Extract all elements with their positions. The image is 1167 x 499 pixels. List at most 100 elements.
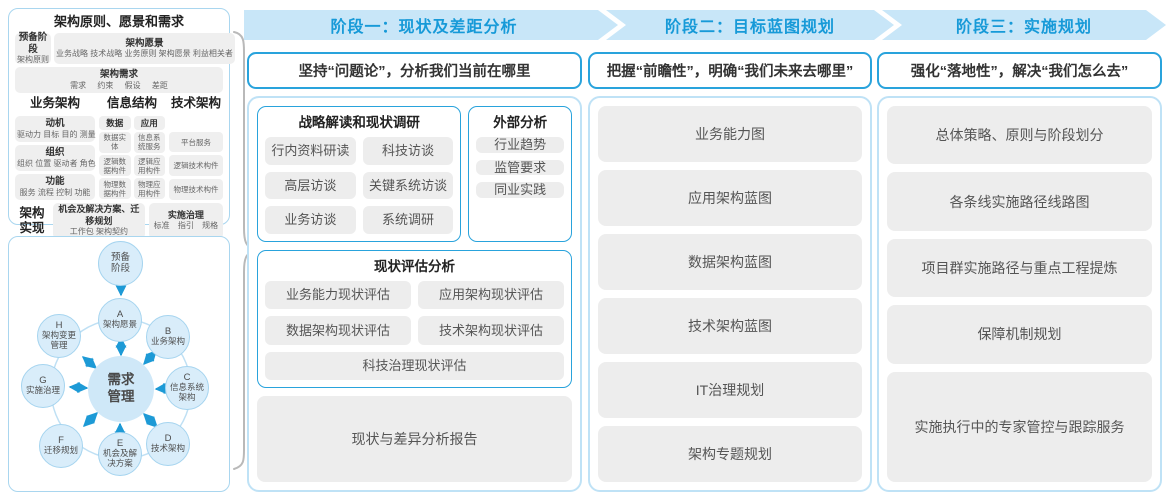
- opportunities-title: 机会及解决方案、迁移规划: [58, 204, 140, 226]
- strategy-research-items: 行内资料研读 科技访谈 高层访谈 关键系统访谈 业务访谈 系统调研: [265, 137, 454, 234]
- phase3-title: 阶段三：实施规划: [955, 19, 1092, 36]
- domain-columns: 业务架构 动机 驱动力 目标 目的 测量 组织 组织 位置 驱动者 角色 功能 …: [15, 96, 223, 200]
- technology-architecture-column: 技术架构 平台服务 逻辑技术构件 物理技术构件: [169, 96, 223, 200]
- phase3-item: 总体策略、原则与阶段划分: [887, 106, 1152, 165]
- phase1-title: 阶段一：现状及差距分析: [330, 19, 518, 36]
- vision-title: 架构愿景: [125, 37, 164, 49]
- node-letter: D: [164, 432, 172, 444]
- prep-phase-box: 预备阶段 架构原则: [15, 32, 51, 65]
- application-header: 应用: [133, 115, 165, 130]
- phase3-slogan: 强化“落地性”，解决“我们怎么去”: [877, 52, 1162, 89]
- phase1-slogan: 坚持“问题论”，分析我们当前在哪里: [247, 52, 582, 89]
- business-architecture-header: 业务架构: [29, 95, 80, 110]
- phase2-banner: 阶段二：目标蓝图规划: [606, 10, 894, 40]
- data-header: 数据: [99, 115, 131, 130]
- information-subcolumns: 数据 数据实体 逻辑数据构件 物理数据构件 应用 信息系统服务 逻辑应用构件 物…: [99, 115, 165, 200]
- assessment-items: 业务能力现状评估 应用架构现状评估 数据架构现状评估 技术架构现状评估 科技治理…: [265, 281, 564, 380]
- prep-phase-sub: 架构原则: [17, 55, 49, 65]
- research-item: 行内资料研读: [265, 137, 356, 165]
- application-item: 逻辑应用构件: [133, 155, 165, 177]
- node-letter: A: [116, 308, 124, 320]
- phase1-column: 战略解读和现状调研 行内资料研读 科技访谈 高层访谈 关键系统访谈 业务访谈 系…: [247, 96, 582, 492]
- technology-architecture-header: 技术架构: [170, 95, 221, 110]
- business-architecture-column: 业务架构 动机 驱动力 目标 目的 测量 组织 组织 位置 驱动者 角色 功能 …: [15, 95, 96, 200]
- node-letter: C: [183, 372, 191, 384]
- research-item: 高层访谈: [265, 171, 356, 200]
- architecture-vision-box: 架构愿景 业务战略 技术战略 业务原则 架构愿景 利益相关者: [54, 33, 235, 64]
- node-letter: H: [55, 320, 63, 332]
- organization-sub: 组织 位置 驱动者 角色: [17, 158, 96, 168]
- prep-circle-label: 预备阶段: [110, 251, 130, 274]
- adm-node-f: F 迁移规划: [39, 424, 83, 468]
- phase2-item: 业务能力图: [598, 106, 862, 162]
- organization-box: 组织 组织 位置 驱动者 角色: [15, 144, 96, 171]
- governance-sub: 标准 指引 规格: [153, 221, 219, 231]
- vision-sub: 业务战略 技术战略 业务原则 架构愿景 利益相关者: [56, 49, 233, 59]
- current-state-assessment-group: 现状评估分析 业务能力现状评估 应用架构现状评估 数据架构现状评估 技术架构现状…: [257, 250, 572, 388]
- adm-node-e: E 机会及解决方案: [98, 432, 142, 476]
- data-subcolumn: 数据 数据实体 逻辑数据构件 物理数据构件: [99, 115, 131, 200]
- center-label: 需求管理: [107, 372, 135, 404]
- motivation-title: 动机: [45, 117, 65, 129]
- phase2-column: 业务能力图 应用架构蓝图 数据架构蓝图 技术架构蓝图 IT治理规划 架构专题规划: [588, 96, 872, 492]
- external-analysis-items: 行业趋势 监管要求 同业实践: [476, 137, 564, 234]
- research-item: 业务访谈: [265, 206, 356, 234]
- phase3-item: 实施执行中的专家管控与跟踪服务: [887, 371, 1152, 482]
- application-item: 信息系统服务: [133, 131, 165, 154]
- bidirectional-arrow-g: [68, 381, 89, 394]
- phase2-item: 技术架构蓝图: [598, 298, 862, 354]
- phase2-slogan-text: 把握“前瞻性”，明确“我们未来去哪里”: [606, 64, 854, 80]
- data-item: 数据实体: [99, 131, 131, 154]
- prep-vision-row: 预备阶段 架构原则 架构愿景 业务战略 技术战略 业务原则 架构愿景 利益相关者: [15, 32, 235, 65]
- external-item: 监管要求: [476, 159, 564, 176]
- assessment-item: 业务能力现状评估: [265, 281, 411, 310]
- phase3-column: 总体策略、原则与阶段划分 各条线实施路径线路图 项目群实施路径与重点工程提炼 保…: [877, 96, 1162, 492]
- external-item: 行业趋势: [476, 137, 564, 153]
- node-label: 架构愿景: [102, 319, 137, 330]
- external-item: 同业实践: [476, 182, 564, 198]
- external-analysis-group: 外部分析 行业趋势 监管要求 同业实践: [468, 106, 572, 242]
- phase2-item: 应用架构蓝图: [598, 170, 862, 226]
- architecture-content-panel: 架构原则、愿景和需求 预备阶段 架构原则 架构愿景 业务战略 技术战略 业务原则…: [8, 8, 235, 239]
- adm-node-b: B 业务架构: [146, 315, 190, 359]
- function-title: 功能: [45, 175, 65, 187]
- strategy-research-group: 战略解读和现状调研 行内资料研读 科技访谈 高层访谈 关键系统访谈 业务访谈 系…: [257, 106, 462, 242]
- bidirectional-arrow-h: [81, 356, 98, 369]
- adm-node-h: H 架构变更管理: [37, 314, 81, 358]
- architecture-requirements-box: 架构需求 需求 约束 假设 差距: [15, 67, 223, 93]
- assessment-item: 科技治理现状评估: [265, 351, 564, 380]
- assessment-title: 现状评估分析: [374, 259, 455, 274]
- phase3-banner: 阶段三：实施规划: [882, 10, 1166, 40]
- adm-node-d: D 技术架构: [146, 422, 190, 466]
- node-label: 机会及解决方案: [103, 448, 138, 469]
- data-item: 逻辑数据构件: [99, 155, 131, 177]
- phase2-title: 阶段二：目标蓝图规划: [664, 19, 835, 36]
- adm-node-a: A 架构愿景: [98, 298, 142, 342]
- function-sub: 服务 流程 控制 功能: [19, 187, 91, 197]
- requirements-management-circle: 需求管理: [88, 356, 154, 422]
- motivation-box: 动机 驱动力 目标 目的 测量: [15, 115, 96, 142]
- prep-phase-circle: 预备阶段: [98, 241, 143, 286]
- phase3-item: 各条线实施路径线路图: [887, 172, 1152, 231]
- research-item: 科技访谈: [362, 137, 454, 165]
- bidirectional-arrow-f: [83, 412, 98, 427]
- node-letter: G: [39, 374, 47, 386]
- adm-node-c: C 信息系统架构: [165, 366, 209, 410]
- technology-item: 平台服务: [169, 131, 223, 153]
- assessment-item: 数据架构现状评估: [265, 316, 411, 345]
- phase3-slogan-text: 强化“落地性”，解决“我们怎么去”: [910, 64, 1129, 80]
- gap-analysis-report-label: 现状与差异分析报告: [351, 431, 478, 447]
- node-label: 实施治理: [25, 385, 60, 396]
- phase2-slogan: 把握“前瞻性”，明确“我们未来去哪里”: [588, 52, 872, 89]
- application-item: 物理应用构件: [133, 178, 165, 200]
- adm-node-g: G 实施治理: [21, 364, 65, 408]
- node-letter: B: [164, 325, 172, 337]
- phase2-item: IT治理规划: [598, 362, 862, 418]
- requirements-title: 架构需求: [99, 69, 138, 80]
- architecture-implementation-row: 架构实现 机会及解决方案、迁移规划 工作包 架构契约 实施治理 标准 指引 规格: [15, 202, 223, 239]
- node-label: 信息系统架构: [169, 382, 204, 403]
- research-item: 系统调研: [362, 206, 454, 234]
- requirements-sub: 需求 约束 假设 差距: [70, 80, 168, 90]
- data-item: 物理数据构件: [99, 178, 131, 200]
- motivation-sub: 驱动力 目标 目的 测量: [17, 129, 96, 139]
